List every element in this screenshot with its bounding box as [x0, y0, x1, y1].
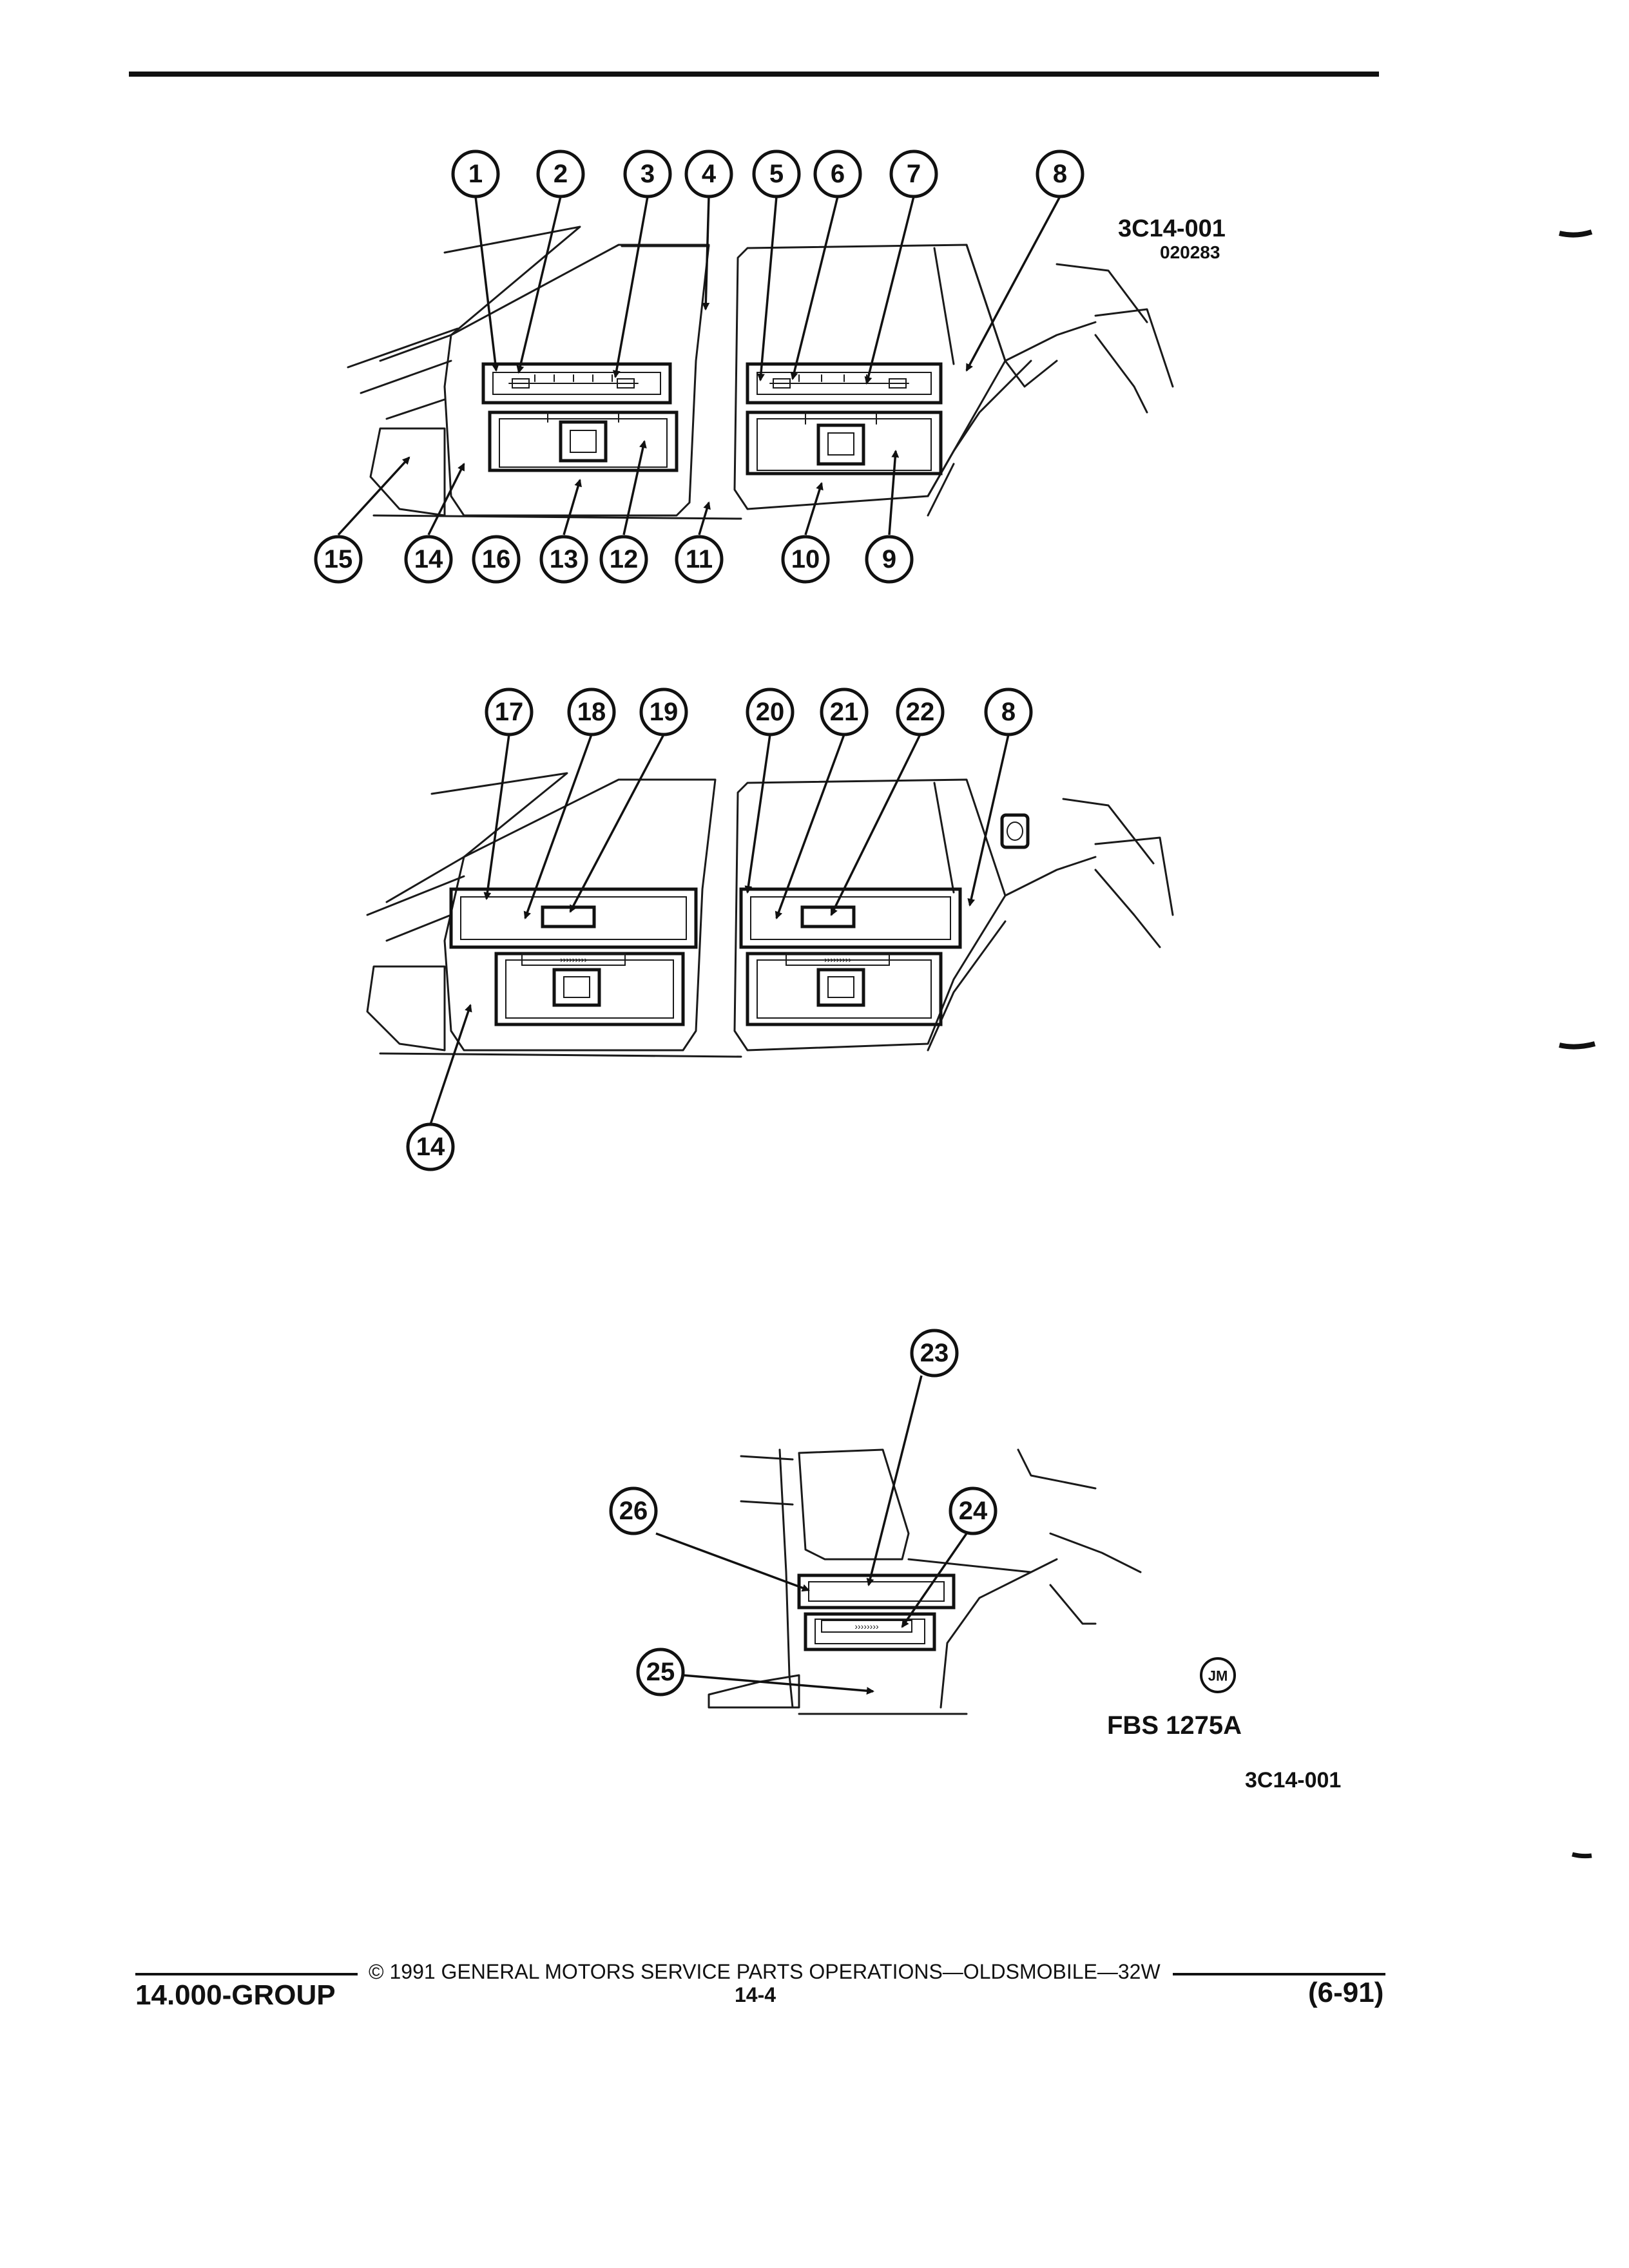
- svg-text:8: 8: [1053, 160, 1067, 188]
- callout-25: 25: [636, 1648, 685, 1696]
- callout-16: 16: [472, 535, 521, 584]
- callout-14: 14: [404, 535, 453, 584]
- middle-diagram: ››››››››› ››››››››› 17 18 19 20: [366, 687, 1174, 1171]
- callout-26: 26: [609, 1486, 658, 1535]
- callout-11: 11: [675, 535, 724, 584]
- callout-7: 7: [889, 149, 938, 198]
- margin-mark: [1559, 1041, 1596, 1050]
- figure-code-top: 3C14-001: [1118, 215, 1226, 242]
- margin-mark: [1559, 229, 1593, 238]
- svg-text:13: 13: [550, 545, 579, 573]
- svg-text:22: 22: [906, 698, 935, 726]
- svg-text:16: 16: [482, 545, 511, 573]
- svg-text:24: 24: [959, 1497, 988, 1525]
- artist-mark: JM: [1200, 1657, 1236, 1693]
- callout-18: 18: [567, 687, 616, 736]
- upper-diagram: 1 2 3 4 5 6 7 8 15 14 16 13 12 11 10 9: [314, 149, 1174, 584]
- svg-text:21: 21: [830, 698, 859, 726]
- svg-text:7: 7: [907, 160, 921, 188]
- footer-copyright: © 1991 GENERAL MOTORS SERVICE PARTS OPER…: [369, 1960, 1161, 1983]
- svg-text:››››››››: ››››››››: [854, 1621, 879, 1631]
- callout-12: 12: [599, 535, 648, 584]
- svg-text:15: 15: [324, 545, 353, 573]
- footer-page-number: 14-4: [735, 1983, 776, 2006]
- footer-date: (6-91): [1308, 1977, 1384, 2008]
- svg-text:10: 10: [791, 545, 820, 573]
- svg-text:23: 23: [920, 1339, 949, 1367]
- callout-20: 20: [746, 687, 795, 736]
- callout-22: 22: [896, 687, 945, 736]
- svg-text:6: 6: [831, 160, 845, 188]
- callout-8b: 8: [984, 687, 1033, 736]
- svg-text:18: 18: [577, 698, 606, 726]
- svg-text:9: 9: [882, 545, 896, 573]
- figure-code-bottom: 3C14-001: [1245, 1768, 1342, 1792]
- callout-14b: 14: [406, 1122, 455, 1171]
- callout-4: 4: [684, 149, 733, 198]
- svg-text:25: 25: [646, 1658, 675, 1686]
- figure-code-top-sub: 020283: [1160, 242, 1220, 262]
- callout-24: 24: [949, 1486, 998, 1535]
- svg-text:3: 3: [641, 160, 655, 188]
- svg-text:26: 26: [619, 1497, 648, 1525]
- callout-5: 5: [752, 149, 801, 198]
- svg-text:8: 8: [1001, 698, 1016, 726]
- callout-15: 15: [314, 535, 363, 584]
- footer-group: 14.000-GROUP: [135, 1979, 336, 2011]
- svg-text:1: 1: [468, 160, 483, 188]
- svg-text:2: 2: [554, 160, 568, 188]
- callout-3: 3: [623, 149, 672, 198]
- svg-text:4: 4: [702, 160, 717, 188]
- svg-text:14: 14: [414, 545, 443, 573]
- callout-13: 13: [539, 535, 588, 584]
- callout-6: 6: [813, 149, 862, 198]
- callout-10: 10: [781, 535, 830, 584]
- callout-19: 19: [639, 687, 688, 736]
- callout-23: 23: [910, 1329, 959, 1378]
- svg-text:JM: JM: [1208, 1668, 1228, 1684]
- svg-text:17: 17: [495, 698, 524, 726]
- svg-text:5: 5: [769, 160, 784, 188]
- margin-mark: [1572, 1852, 1592, 1859]
- lower-diagram: ›››››››› 23 24 26 25: [609, 1329, 1142, 1715]
- svg-text:19: 19: [650, 698, 679, 726]
- callout-1: 1: [451, 149, 500, 198]
- svg-text:12: 12: [610, 545, 639, 573]
- svg-text:›››››››››: ›››››››››: [824, 954, 851, 965]
- callout-2: 2: [536, 149, 585, 198]
- callout-17: 17: [485, 687, 534, 736]
- svg-text:›››››››››: ›››››››››: [560, 954, 587, 965]
- callout-21: 21: [820, 687, 869, 736]
- svg-text:14: 14: [416, 1133, 445, 1161]
- callout-8: 8: [1036, 149, 1084, 198]
- callout-9: 9: [865, 535, 914, 584]
- svg-text:20: 20: [756, 698, 785, 726]
- svg-text:11: 11: [686, 545, 713, 573]
- fbs-number: FBS 1275A: [1107, 1711, 1242, 1740]
